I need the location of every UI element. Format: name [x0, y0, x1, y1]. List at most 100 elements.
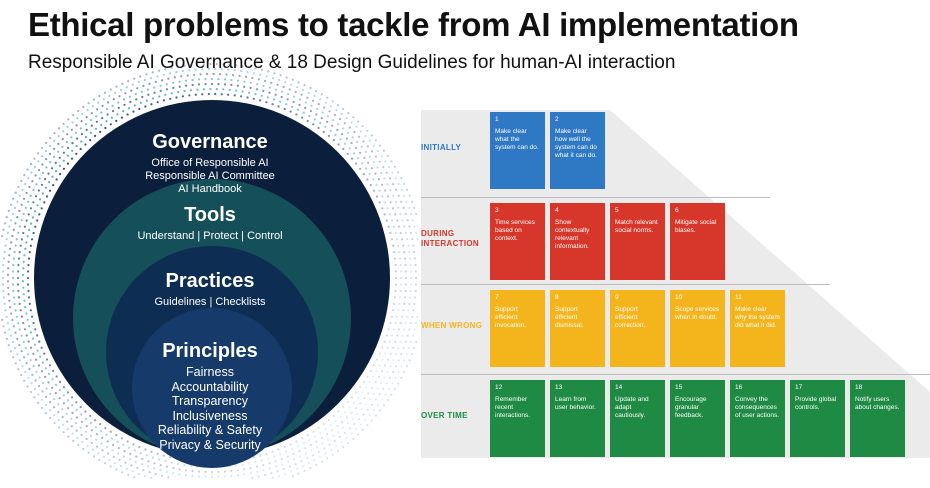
- halo-dot: [40, 346, 43, 349]
- halo-dot: [362, 140, 365, 143]
- halo-dot: [400, 376, 403, 379]
- guideline-number: 18: [855, 384, 863, 391]
- halo-dot: [279, 453, 282, 456]
- halo-dot: [87, 102, 90, 105]
- halo-dot: [404, 289, 407, 293]
- halo-dot: [37, 189, 41, 192]
- halo-dot: [309, 110, 312, 113]
- halo-dot: [129, 452, 132, 456]
- halo-dot: [379, 382, 383, 385]
- halo-dot: [215, 63, 218, 66]
- halo-dot: [381, 358, 384, 361]
- halo-dot: [32, 201, 35, 204]
- halo-dot: [246, 71, 249, 74]
- halo-dot: [48, 364, 52, 367]
- halo-dot: [282, 467, 285, 471]
- halo-dot: [388, 177, 392, 180]
- halo-dot: [228, 88, 231, 91]
- halo-dot: [20, 219, 23, 222]
- halo-dot: [181, 69, 184, 73]
- halo-dot: [405, 188, 409, 191]
- halo-dot: [139, 101, 142, 104]
- halo-dot: [38, 213, 41, 216]
- halo-dot: [406, 238, 409, 241]
- halo-dot: [370, 403, 373, 406]
- halo-dot: [366, 424, 369, 427]
- halo-dot: [45, 395, 48, 398]
- halo-dot: [212, 72, 215, 76]
- halo-dot: [22, 286, 25, 289]
- halo-dot: [103, 462, 107, 465]
- halo-dot: [16, 276, 20, 280]
- halo-dot: [286, 98, 289, 101]
- halo-dot: [386, 346, 389, 349]
- halo-dot: [301, 437, 304, 440]
- halo-dot: [27, 257, 31, 260]
- halo-dot: [112, 110, 115, 113]
- halo-dot: [363, 156, 366, 159]
- halo-dot: [96, 445, 99, 448]
- halo-dot: [413, 328, 416, 331]
- halo-dot: [366, 145, 369, 148]
- halo-dot: [217, 470, 220, 473]
- halo-dot: [369, 184, 372, 187]
- halo-dot: [398, 302, 401, 305]
- halo-dot: [378, 160, 381, 163]
- halo-dot: [156, 452, 159, 455]
- guideline-number: 5: [615, 207, 619, 214]
- halo-dot: [120, 116, 123, 119]
- halo-dot: [14, 331, 17, 334]
- halo-dot: [34, 195, 38, 198]
- halo-dot: [3, 302, 6, 305]
- halo-dot: [361, 428, 364, 431]
- practices-subtitle: Guidelines | Checklists: [154, 296, 266, 308]
- halo-dot: [360, 408, 363, 411]
- halo-dot: [370, 134, 373, 137]
- halo-dot: [10, 312, 13, 315]
- halo-dot: [75, 124, 78, 127]
- halo-dot: [45, 387, 48, 390]
- halo-dot: [389, 231, 392, 235]
- halo-dot: [91, 448, 94, 451]
- halo-dot: [397, 347, 400, 350]
- halo-dot: [114, 462, 117, 465]
- halo-dot: [202, 63, 205, 66]
- halo-dot: [302, 442, 305, 445]
- halo-dot: [31, 216, 35, 219]
- halo-dot: [372, 178, 375, 181]
- principle-item: Inclusiveness: [172, 408, 248, 423]
- halo-dot: [58, 389, 62, 392]
- halo-dot: [61, 415, 64, 419]
- halo-dot: [374, 398, 377, 401]
- halo-dot: [58, 164, 62, 167]
- halo-dot: [144, 448, 147, 451]
- halo-dot: [387, 225, 390, 228]
- halo-dot: [5, 315, 8, 318]
- halo-dot: [28, 251, 31, 254]
- halo-dot: [33, 396, 36, 399]
- halo-dot: [381, 346, 384, 349]
- halo-dot: [403, 302, 406, 305]
- halo-dot: [278, 78, 281, 82]
- halo-dot: [154, 473, 157, 476]
- halo-dot: [409, 283, 412, 286]
- halo-dot: [159, 84, 162, 87]
- halo-dot: [58, 156, 61, 159]
- halo-dot: [22, 293, 25, 296]
- halo-dot: [151, 456, 155, 459]
- halo-dot: [75, 145, 78, 148]
- halo-dot: [280, 95, 283, 99]
- halo-dot: [62, 122, 65, 125]
- halo-dot: [296, 445, 299, 448]
- governance-diagram: Governance Office of Responsible AI Resp…: [0, 0, 420, 483]
- halo-dot: [53, 398, 56, 401]
- halo-dot: [57, 150, 60, 153]
- halo-dot: [312, 99, 315, 102]
- halo-dot: [106, 113, 109, 116]
- halo-dot: [167, 77, 170, 80]
- halo-dot: [79, 127, 82, 130]
- halo-dot: [57, 411, 60, 414]
- principle-item: Transparency: [172, 394, 248, 408]
